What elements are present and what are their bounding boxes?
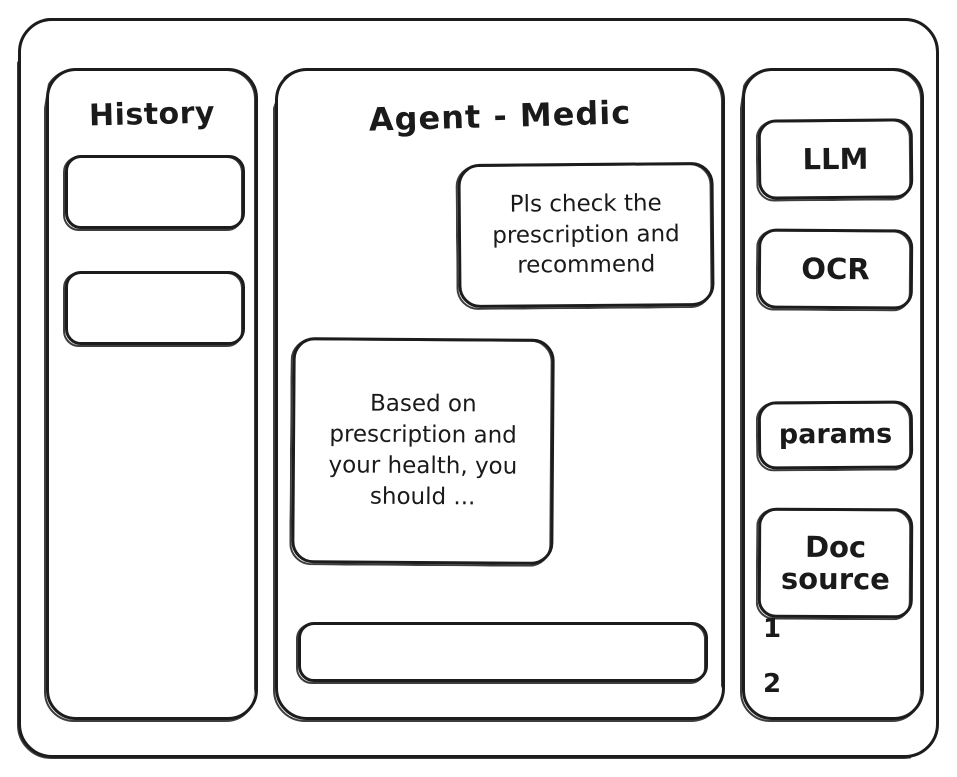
doc-source-list-item[interactable]: 1 xyxy=(763,614,781,644)
message-input-value xyxy=(301,625,705,641)
tools-panel: LLM OCR params Doc source 1 2 xyxy=(742,68,924,720)
history-panel-title: History xyxy=(88,95,216,134)
tool-button-doc-source[interactable]: Doc source xyxy=(757,507,914,619)
doc-source-item-label: 2 xyxy=(763,669,782,699)
tool-button-label: OCR xyxy=(801,251,870,287)
tool-button-label: params xyxy=(778,418,893,451)
history-panel: History xyxy=(46,68,258,720)
tool-button-ocr[interactable]: OCR xyxy=(757,228,914,310)
doc-source-label-line-1: Doc xyxy=(804,529,867,564)
chat-message-text: Based on prescription and your health, y… xyxy=(328,391,518,511)
doc-source-label-line-2: source xyxy=(780,561,891,597)
chat-message-user: Pls check the prescription and recommend xyxy=(457,161,715,309)
tool-button-params[interactable]: params xyxy=(757,400,914,470)
message-input[interactable] xyxy=(298,622,708,682)
chat-message-assistant: Based on prescription and your health, y… xyxy=(291,337,555,565)
history-list-item[interactable] xyxy=(65,271,245,345)
chat-message-text: Pls check the prescription and recommend xyxy=(492,190,680,280)
tool-button-llm[interactable]: LLM xyxy=(757,118,914,200)
tool-button-label: LLM xyxy=(802,141,869,177)
doc-source-list-item[interactable]: 2 xyxy=(763,669,781,699)
history-list-item[interactable] xyxy=(65,155,245,229)
doc-source-item-label: 1 xyxy=(763,614,782,644)
page-title: Agent - Medic xyxy=(368,93,632,139)
agent-chat-panel: Agent - Medic Pls check the prescription… xyxy=(275,68,725,720)
